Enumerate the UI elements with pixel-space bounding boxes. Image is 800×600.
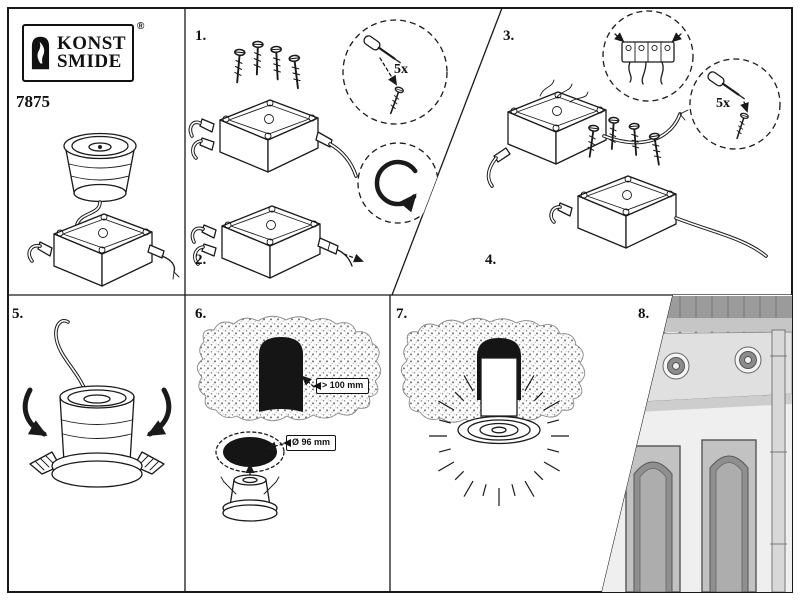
min-depth-tag: > 100 mm	[312, 378, 370, 394]
step-6-illustration	[196, 315, 382, 522]
recessed-downlight	[662, 352, 690, 380]
junction-box	[53, 213, 153, 287]
step-2-illustration	[190, 205, 364, 279]
step-4-label: 4.	[485, 252, 497, 268]
recessed-downlight	[734, 346, 762, 374]
roof	[602, 296, 792, 336]
drill-hole	[259, 337, 303, 412]
screwdriver-detail-circle-2	[689, 58, 781, 150]
product-overview-illustration	[27, 132, 180, 287]
junction-box	[577, 175, 677, 249]
step-7-illustration	[400, 317, 586, 507]
screw-icon	[628, 122, 642, 157]
screw-count-label-4: 5x	[716, 96, 730, 111]
installed-downlight	[457, 415, 541, 445]
hole-diameter-tag: Ø 96 mm	[282, 435, 337, 451]
step-2-label: 2.	[195, 252, 207, 268]
screwdriver-detail-circle	[342, 19, 448, 125]
screw-icon	[269, 45, 284, 81]
step-6-label: 6.	[195, 306, 207, 322]
screw-icon	[250, 40, 265, 76]
step-3-label: 3.	[503, 28, 515, 44]
screw-icon	[287, 53, 304, 90]
window	[625, 445, 681, 592]
logo-line1: KONST	[56, 32, 126, 54]
downlight-body	[480, 357, 518, 417]
screw-icon	[606, 116, 620, 151]
registered-mark: ®	[137, 21, 145, 32]
window	[701, 439, 757, 592]
step-5-label: 5.	[12, 306, 24, 322]
step-5-illustration	[22, 319, 172, 488]
rotation-arrow-icon	[374, 159, 418, 213]
screw-icon	[231, 48, 247, 84]
logo-line2: SMIDE	[56, 51, 122, 72]
step-1-illustration	[188, 40, 358, 178]
rotate-detail-circle	[357, 142, 439, 224]
lantern-flame-icon	[31, 36, 50, 70]
press-arrow-icon	[146, 387, 172, 437]
junction-box	[221, 205, 321, 279]
logo-text: KONST SMIDE	[56, 32, 126, 72]
product-number: 7875	[16, 92, 50, 111]
hole-front-view	[223, 437, 277, 467]
screw-count-label-1: 5x	[394, 62, 408, 77]
terminal-detail-circle	[602, 10, 694, 102]
step-8-illustration	[602, 295, 792, 592]
downlight-unit	[220, 463, 280, 522]
step-8-label: 8.	[638, 306, 650, 322]
konstsmide-logo: KONST SMIDE	[22, 24, 134, 82]
step-1-label: 1.	[195, 28, 207, 44]
step-7-label: 7.	[396, 306, 408, 322]
step-4-illustration	[549, 116, 768, 258]
junction-box	[219, 99, 319, 173]
press-arrow-icon	[22, 387, 48, 437]
soffit	[602, 331, 792, 405]
downpipe	[770, 329, 787, 592]
